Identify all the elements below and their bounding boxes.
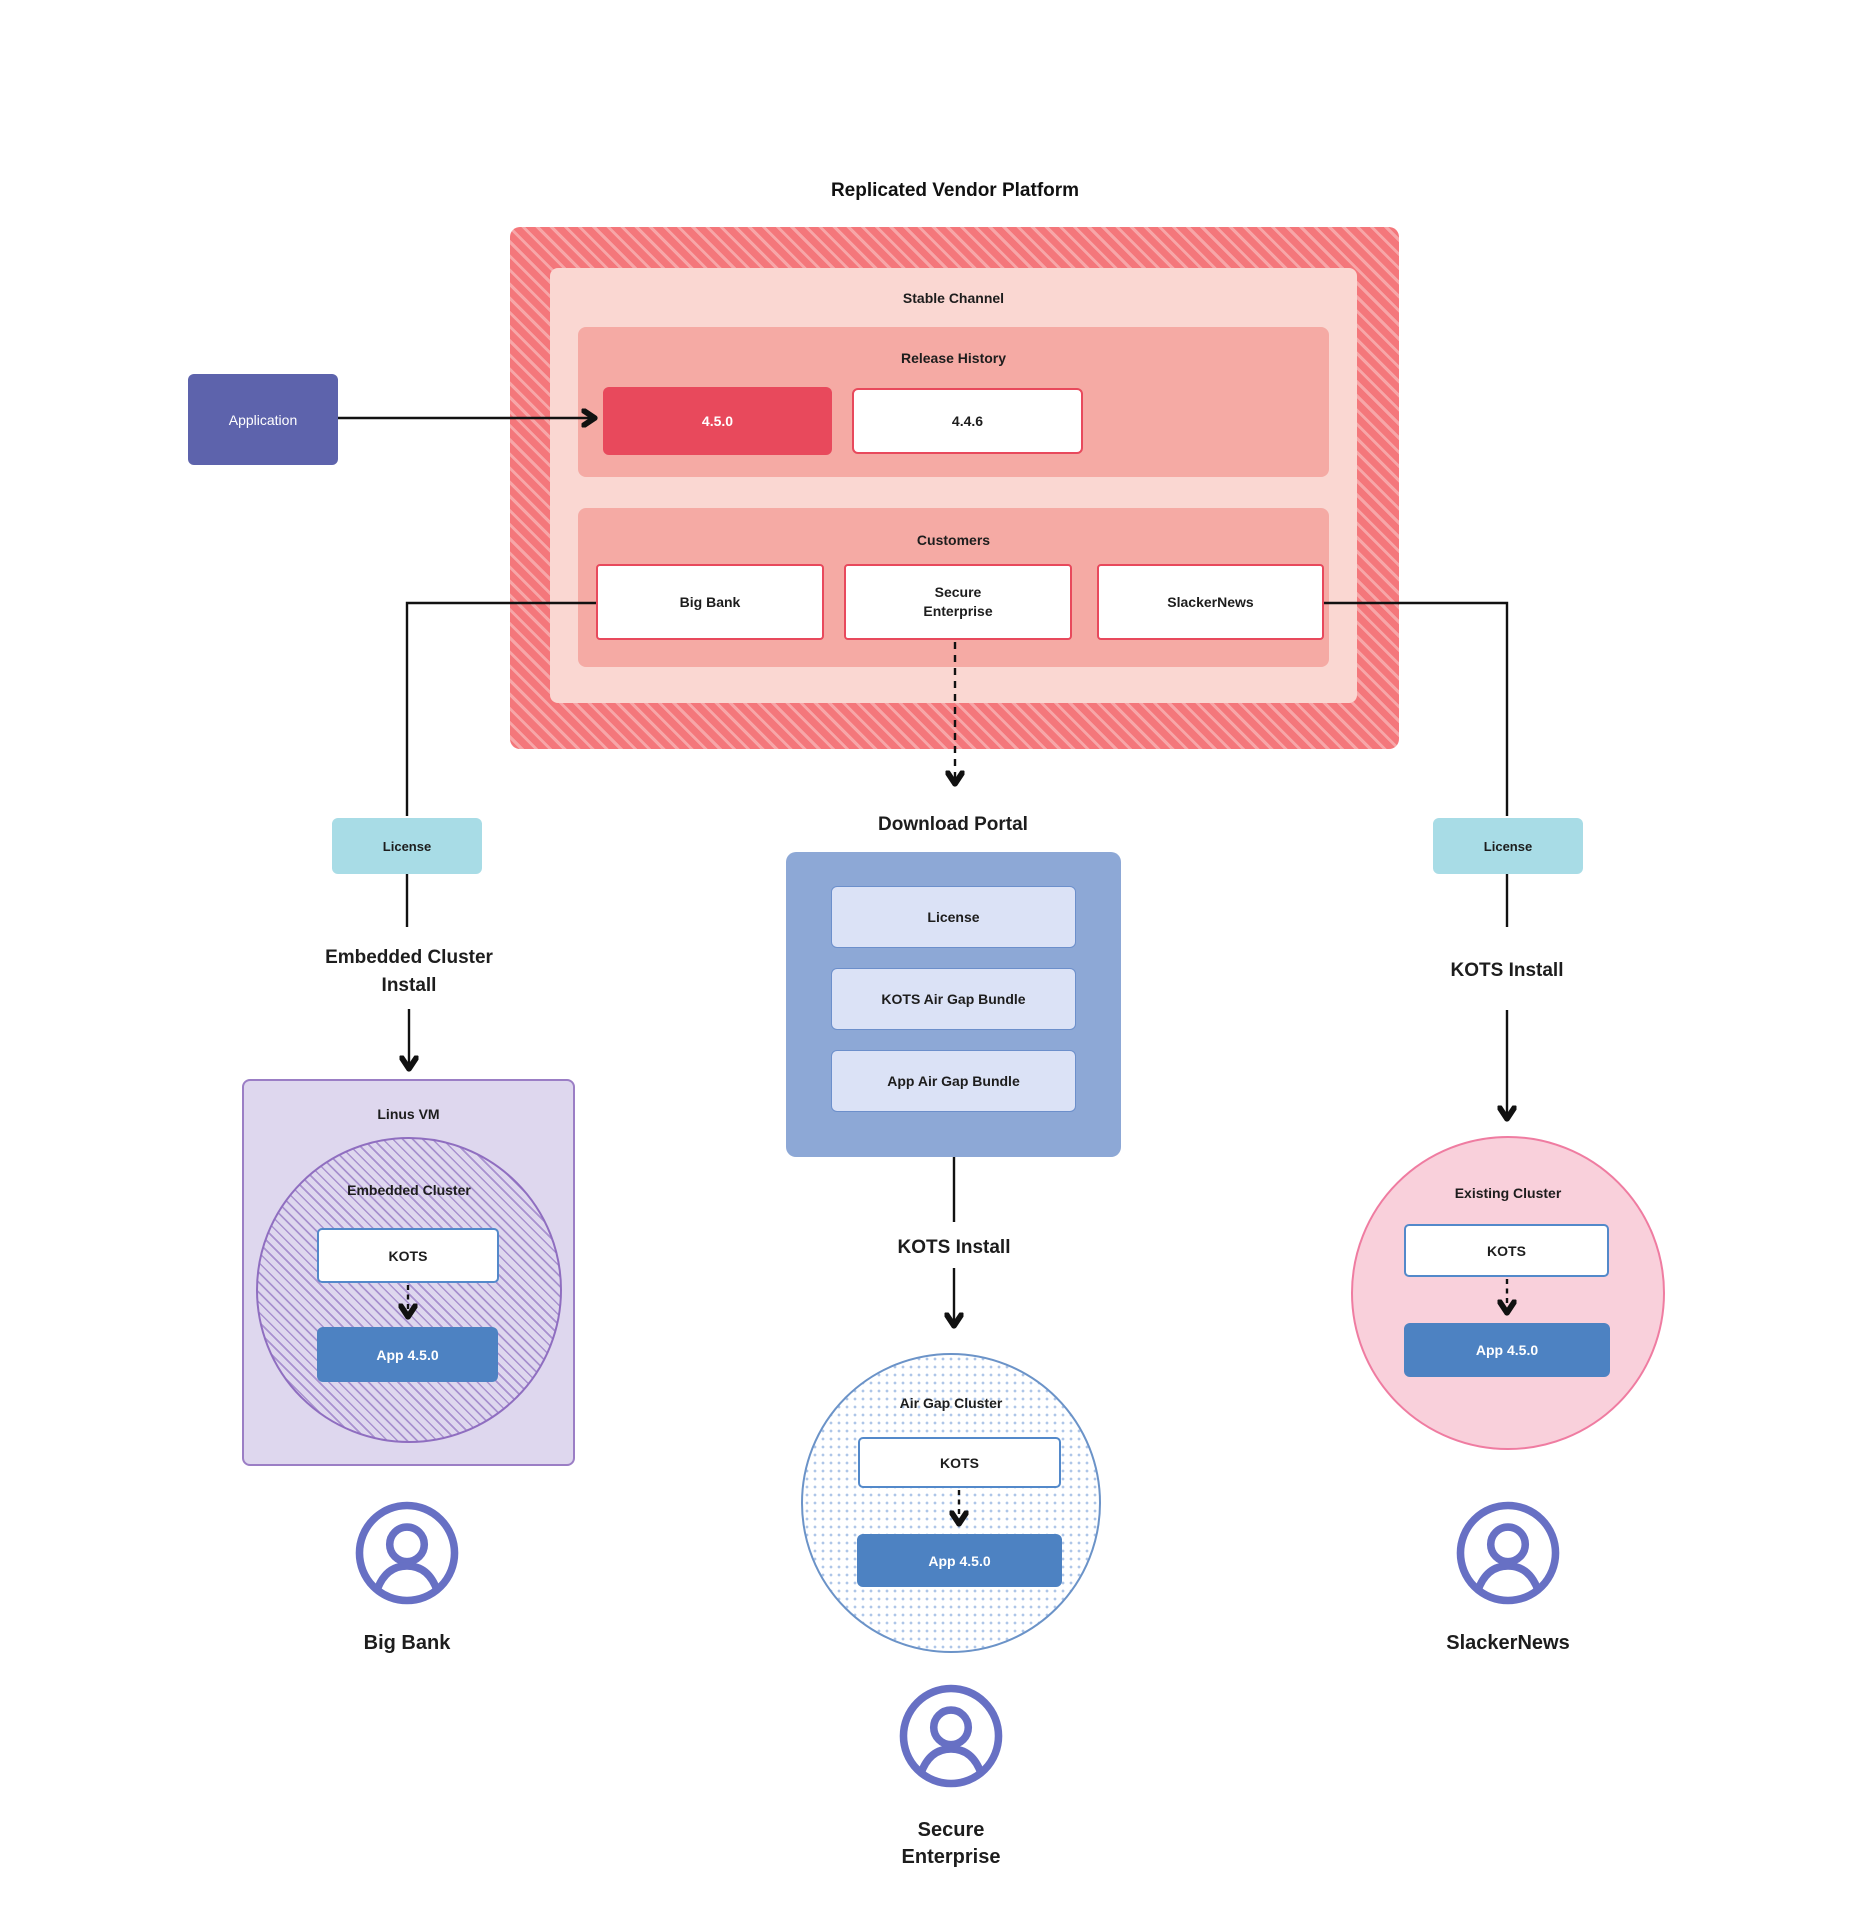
portal-item-kots-air-gap-bundle: KOTS Air Gap Bundle (831, 968, 1076, 1030)
release-4-4-6-box: 4.4.6 (852, 388, 1083, 454)
air-gap-cluster-circle: Air Gap Cluster (801, 1353, 1101, 1653)
download-portal-title: Download Portal (878, 814, 1028, 835)
license-box-right: License (1433, 818, 1583, 874)
embedded-cluster-label: Embedded Cluster (347, 1182, 471, 1198)
embedded-cluster-circle: Embedded Cluster (256, 1137, 562, 1443)
customer-slackernews-label: SlackerNews (1167, 593, 1254, 610)
release-history-label: Release History (900, 350, 1007, 366)
release-4-5-0-box: 4.5.0 (603, 387, 832, 455)
app-box-middle: App 4.5.0 (857, 1534, 1062, 1587)
download-portal-box: License KOTS Air Gap Bundle App Air Gap … (786, 852, 1121, 1157)
app-box-right: App 4.5.0 (1404, 1323, 1610, 1377)
license-box-left: License (332, 818, 482, 874)
existing-cluster-label: Existing Cluster (1454, 1185, 1562, 1201)
customer-big-bank-box: Big Bank (596, 564, 824, 640)
kots-box-middle: KOTS (858, 1437, 1061, 1488)
portal-item-license: License (831, 886, 1076, 948)
kots-box-right: KOTS (1404, 1224, 1609, 1277)
slackernews-user-icon (1456, 1501, 1560, 1605)
app-box-left: App 4.5.0 (317, 1327, 498, 1382)
page-title: Replicated Vendor Platform (830, 180, 1080, 201)
customer-big-bank-label: Big Bank (679, 593, 741, 610)
customer-slackernews-box: SlackerNews (1097, 564, 1324, 640)
big-bank-user-icon (355, 1501, 459, 1605)
big-bank-persona-label: Big Bank (363, 1632, 451, 1654)
kots-install-label-middle: KOTS Install (897, 1237, 1011, 1258)
air-gap-cluster-label: Air Gap Cluster (899, 1395, 1003, 1411)
embedded-cluster-install-label: Embedded Cluster Install (325, 947, 493, 996)
customer-secure-enterprise-box: Secure Enterprise (844, 564, 1072, 640)
secure-enterprise-user-icon (899, 1684, 1003, 1788)
kots-install-label-right: KOTS Install (1450, 960, 1564, 981)
existing-cluster-circle: Existing Cluster (1351, 1136, 1665, 1450)
linus-vm-label: Linus VM (377, 1106, 440, 1122)
application-box: Application (188, 374, 338, 465)
secure-enterprise-persona-label: Secure Enterprise (901, 1819, 1001, 1868)
customers-label: Customers (916, 532, 991, 548)
customer-secure-enterprise-label: Secure Enterprise (923, 584, 993, 619)
stable-channel-label: Stable Channel (902, 290, 1005, 306)
kots-box-left: KOTS (317, 1228, 499, 1283)
slackernews-persona-label: SlackerNews (1446, 1632, 1570, 1654)
portal-item-app-air-gap-bundle: App Air Gap Bundle (831, 1050, 1076, 1112)
